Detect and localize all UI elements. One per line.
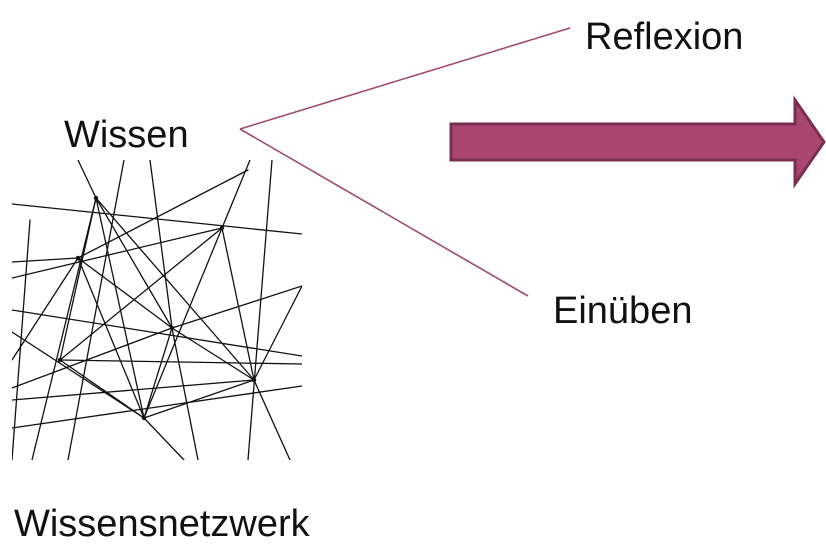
einueben-label: Einüben <box>553 290 693 332</box>
network-caption: Wissensnetzwerk <box>14 503 310 545</box>
reflexion-label: Reflexion <box>585 16 744 58</box>
connector-to-einueben <box>239 128 529 297</box>
wissen-label: Wissen <box>64 114 189 156</box>
knowledge-network-illustration <box>12 160 302 460</box>
connector-to-reflexion <box>239 27 571 130</box>
